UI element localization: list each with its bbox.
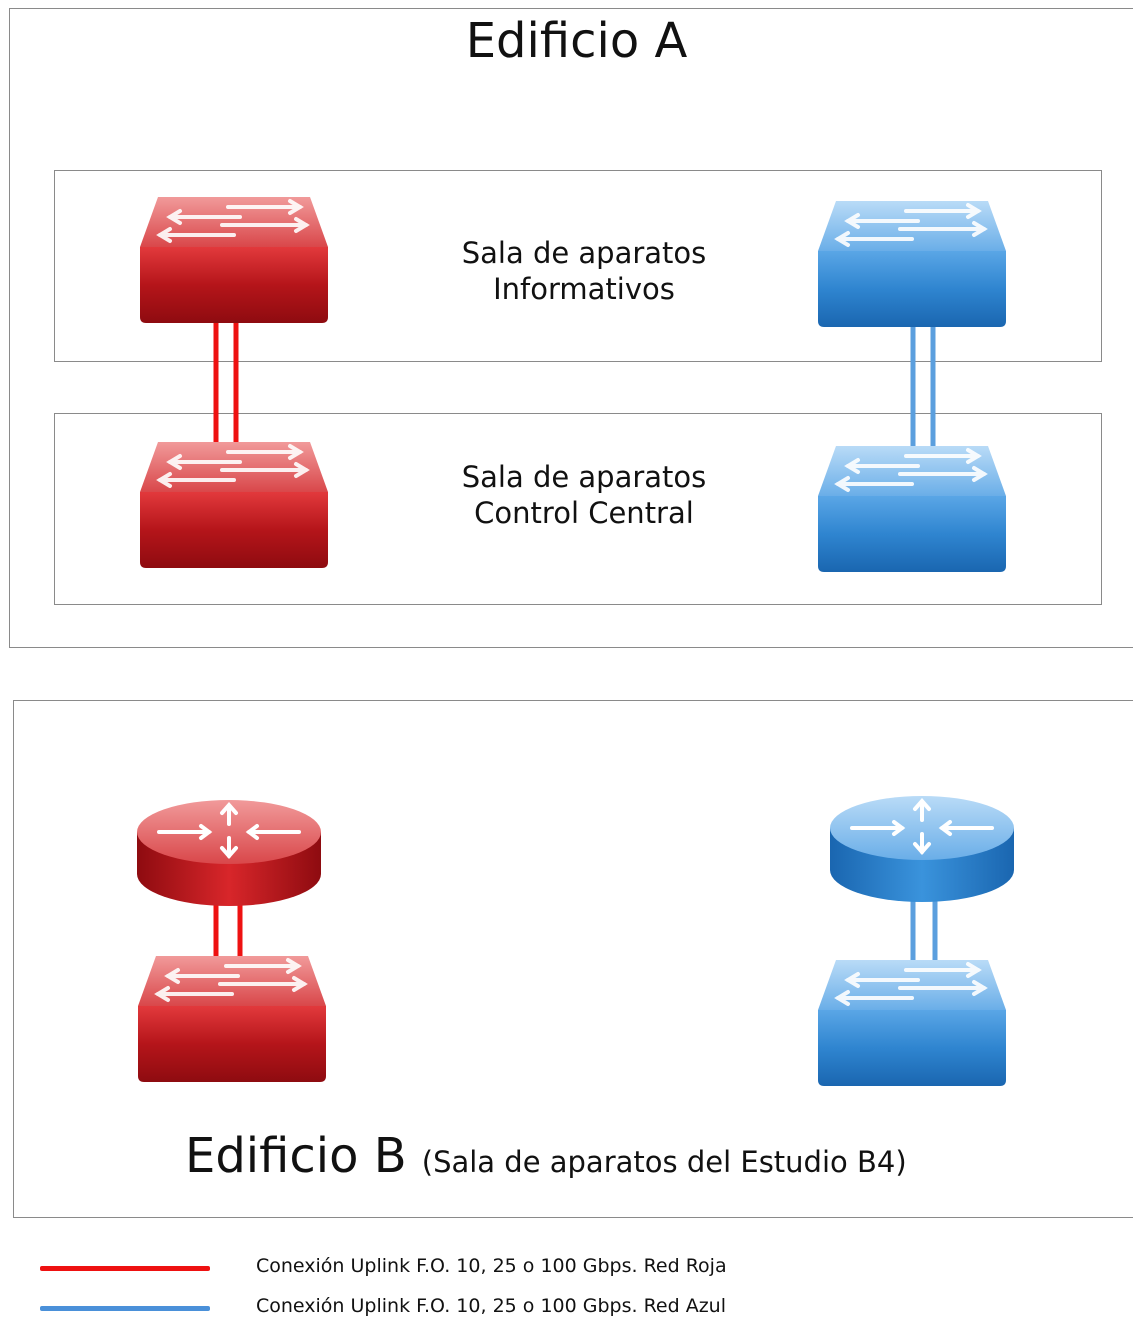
red-switch-control-central-icon: [140, 442, 328, 568]
red-switch-informativos-icon: [140, 197, 328, 323]
blue-switch-informativos-icon: [818, 201, 1006, 327]
blue-router-icon: [830, 796, 1014, 902]
room-control-central-line2: Control Central: [474, 496, 694, 530]
legend-red-line: [40, 1266, 210, 1271]
room-informativos-line2: Informativos: [493, 272, 675, 306]
legend-blue-text: Conexión Uplink F.O. 10, 25 o 100 Gbps. …: [256, 1295, 726, 1317]
room-informativos-label: Sala de aparatos Informativos: [384, 235, 784, 307]
building-b-title-main: Edificio B: [185, 1128, 407, 1184]
building-b-subtitle: (Sala de aparatos del Estudio B4): [421, 1145, 907, 1179]
room-control-central-label: Sala de aparatos Control Central: [384, 459, 784, 531]
building-b-title: Edificio B (Sala de aparatos del Estudio…: [185, 1128, 907, 1184]
blue-switch-control-central-icon: [818, 446, 1006, 572]
room-control-central-line1: Sala de aparatos: [461, 460, 707, 494]
room-control-central-box: [54, 413, 1102, 605]
red-router-icon: [137, 800, 321, 906]
uplink-blue-a: [910, 324, 936, 448]
uplink-red-b: [213, 900, 243, 960]
room-informativos-line1: Sala de aparatos: [461, 236, 707, 270]
building-a-title: Edificio A: [465, 13, 688, 69]
red-switch-b-icon: [138, 956, 326, 1082]
room-informativos-box: [54, 170, 1102, 362]
legend-red-text: Conexión Uplink F.O. 10, 25 o 100 Gbps. …: [256, 1255, 727, 1277]
building-b-box: [13, 700, 1133, 1218]
building-a-box: [9, 8, 1133, 648]
uplink-blue-b: [910, 900, 938, 965]
legend-blue-line: [40, 1306, 210, 1311]
uplink-red-a: [213, 322, 239, 445]
blue-switch-b-icon: [818, 960, 1006, 1086]
